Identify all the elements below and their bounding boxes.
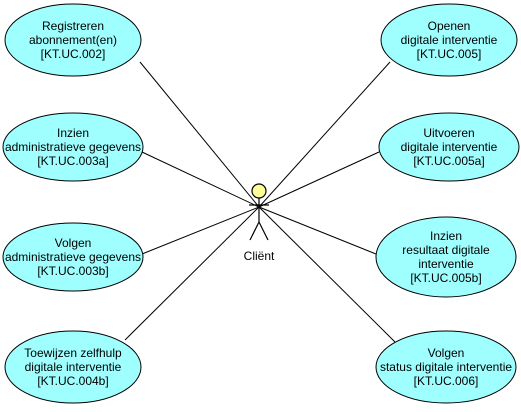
use-case-ellipse[interactable] <box>375 330 517 404</box>
use-case-label-line: interventie <box>418 257 474 271</box>
use-case-label-line: [KT.UC.005b] <box>410 271 481 285</box>
use-case-label-line: [KT.UC.004b] <box>37 374 108 388</box>
use-case-label-line: administratieve gegevens <box>5 140 141 154</box>
actor-left-leg <box>249 221 260 241</box>
use-case-label-line: Inzien <box>430 229 462 243</box>
use-case-label-line: abonnement(en) <box>29 33 117 47</box>
actor-label: Cliënt <box>244 249 275 263</box>
use-case-ellipse[interactable] <box>378 112 520 182</box>
use-case-label-line: [KT.UC.003b] <box>37 264 108 278</box>
use-case-label-line: digitale interventie <box>25 360 122 374</box>
use-case-label-line: Openen <box>428 19 471 33</box>
association-line-uc6 <box>258 151 380 208</box>
use-case-label-line: Volgen <box>55 236 92 250</box>
use-case-label-line: digitale interventie <box>401 140 498 154</box>
use-case-label-line: Uitvoeren <box>423 126 474 140</box>
association-line-uc7 <box>258 206 377 255</box>
use-case-ellipse[interactable] <box>2 112 144 182</box>
use-case-label-line: Toewijzen zelfhulp <box>24 346 122 360</box>
actor-head-icon <box>251 183 267 199</box>
use-case-label-line: Inzien <box>57 126 89 140</box>
use-case-label-line: [KT.UC.005a] <box>413 154 484 168</box>
use-case-label-line: administratieve gegevens <box>5 250 141 264</box>
use-case-label-line: [KT.UC.003a] <box>37 154 108 168</box>
use-case-ellipse[interactable] <box>375 216 517 298</box>
association-lines <box>124 61 396 343</box>
use-case-label-line: [KT.UC.006] <box>414 374 479 388</box>
association-line-uc8 <box>258 206 396 343</box>
use-case-ellipse[interactable] <box>2 222 144 292</box>
use-case-label-line: Registreren <box>42 19 104 33</box>
association-line-uc4 <box>124 206 260 341</box>
association-line-uc2 <box>141 151 260 208</box>
association-line-uc1 <box>139 61 260 208</box>
use-case-label-line: [KT.UC.005] <box>417 47 482 61</box>
use-case-label-line: status digitale interventie <box>380 360 512 374</box>
use-case-ellipse[interactable] <box>4 3 142 77</box>
use-case-label-line: digitale interventie <box>401 33 498 47</box>
use-case-label-line: [KT.UC.002] <box>41 47 106 61</box>
use-case-ellipse[interactable] <box>380 3 518 77</box>
actor-client: Cliënt <box>244 183 275 263</box>
use-case-label-line: resultaat digitale <box>402 243 490 257</box>
use-case-label-line: Volgen <box>428 346 465 360</box>
actor-right-leg <box>258 221 269 241</box>
use-case-ellipse[interactable] <box>4 330 142 404</box>
association-line-uc3 <box>141 206 260 255</box>
association-line-uc5 <box>258 61 391 208</box>
